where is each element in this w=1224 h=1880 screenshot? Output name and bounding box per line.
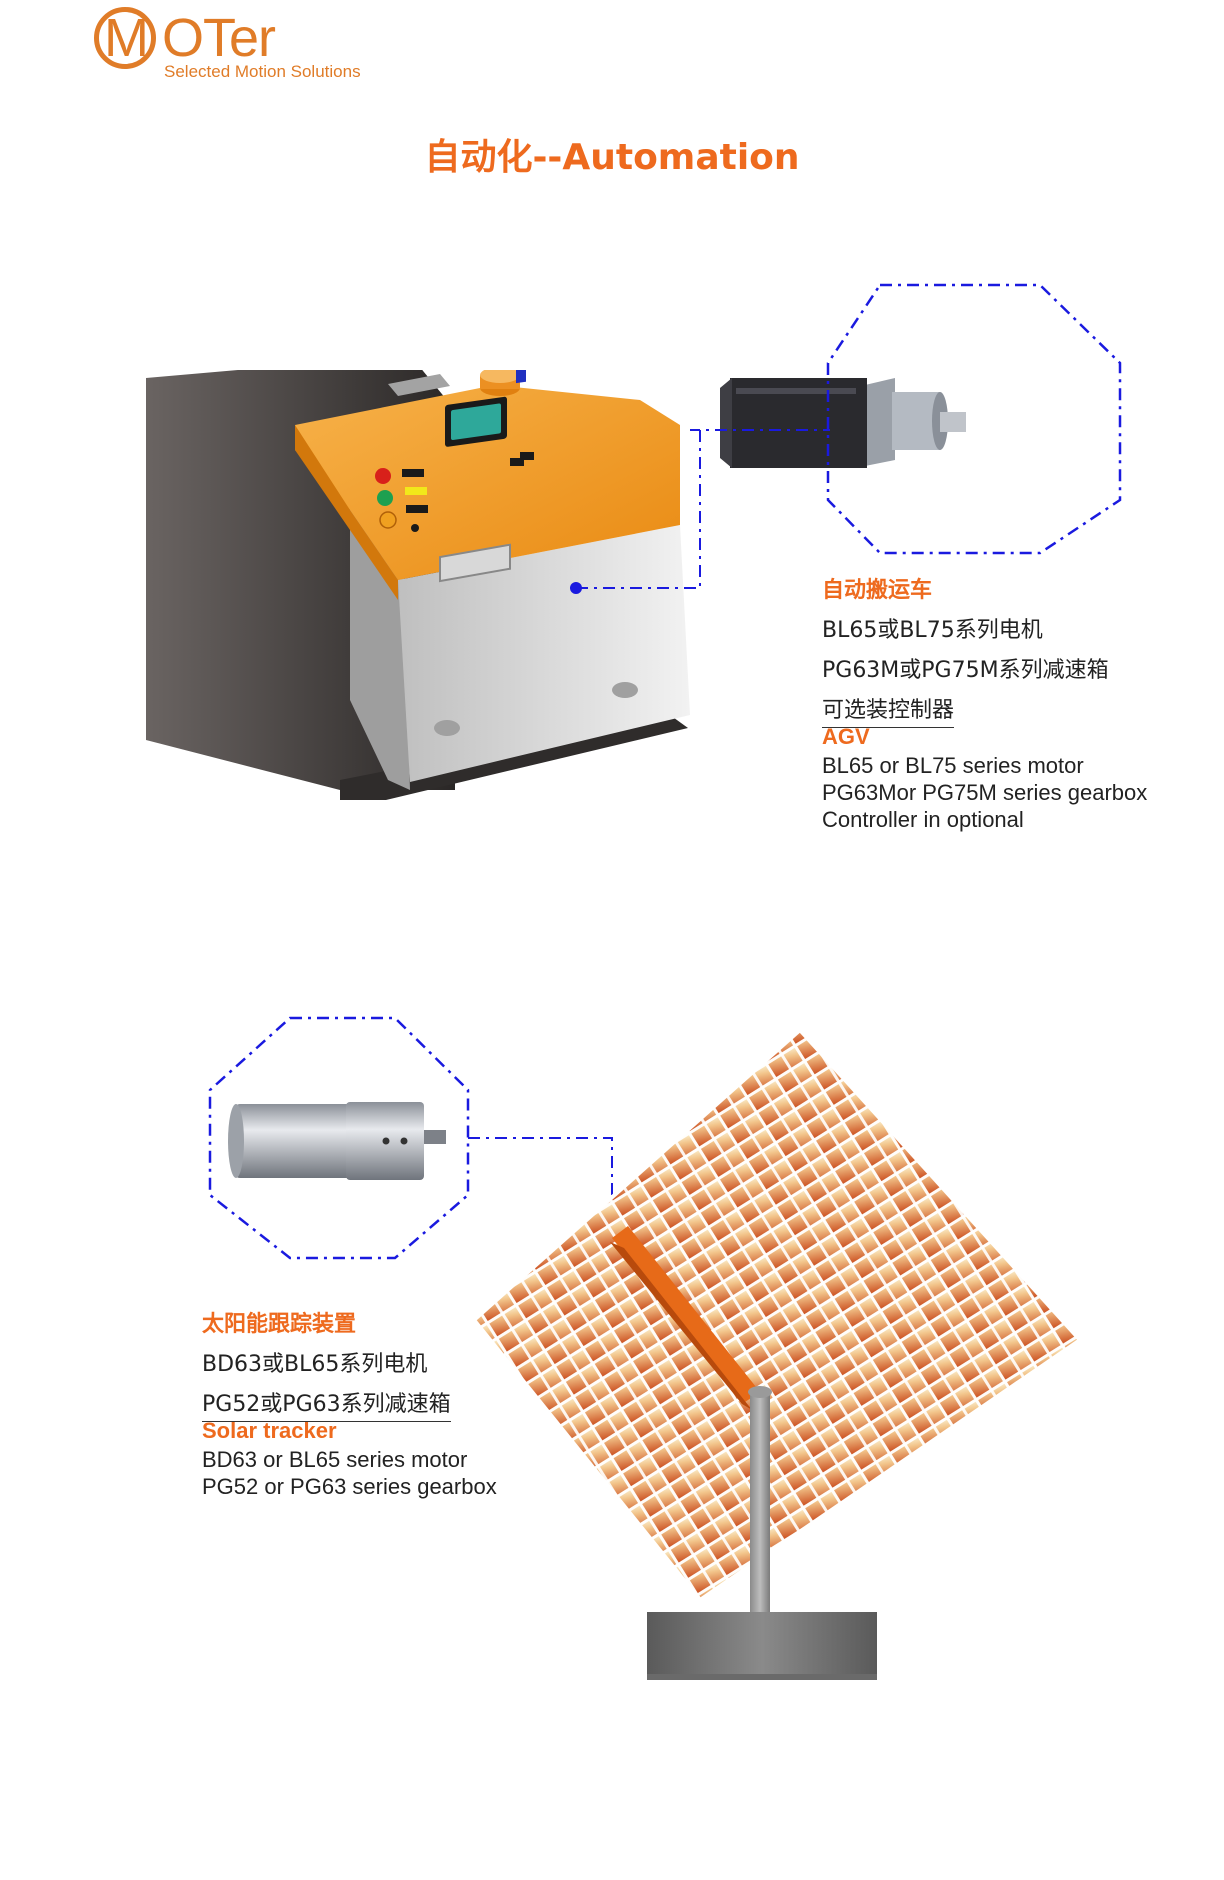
solar-motor-icon [228,1102,446,1180]
solar-motor-body [234,1104,354,1178]
solar-line-cn-1: BD63或BL65系列电机 [202,1352,428,1377]
agv-slot-2 [406,505,428,513]
agv-vent [439,543,511,583]
solar-octagon [208,1016,470,1260]
solar-tracker-illustration [471,1027,1084,1680]
agv-beacon-top [480,370,520,383]
solar-torque-tube [612,1226,760,1404]
solar-panel-edge [471,1027,1084,1603]
logo-wordmark: OTer [162,8,276,68]
agv-screen [451,403,501,441]
agv-motor-icon [720,378,966,468]
solar-pole-cap [748,1386,772,1398]
agv-callout [690,378,966,468]
agv-line-cn-2: PG63M或PG75M系列减速箱 [822,658,1109,683]
agv-callout-line [576,429,830,589]
agv-line-en-1: BL65 or BL75 series motor [822,753,1084,778]
agv-key [411,524,419,532]
logo-initial: M [104,8,149,68]
agv-wheel-left [434,720,460,736]
agv-control-panel [295,385,680,580]
page-title: 自动化--Automation [0,128,1224,180]
agv-panel-edge [295,425,398,600]
solar-line-en-2: PG52 or PG63 series gearbox [202,1474,497,1499]
solar-base [647,1612,877,1674]
agv-callout-dot [570,582,582,594]
solar-torque-tube-shadow [610,1242,752,1410]
agv-line-cn-1: BL65或BL75系列电机 [822,618,1043,643]
agv-button-green [377,490,393,506]
agv-line-en-3: Controller in optional [822,807,1024,832]
solar-title-cn: 太阳能跟踪装置 [202,1312,357,1337]
solar-base-block [647,1612,877,1674]
solar-gearbox-screw-2 [400,1137,408,1145]
solar-gearbox-screw-1 [382,1137,390,1145]
solar-pole [750,1390,770,1660]
agv-front-face [398,525,690,782]
page-title-cn: 自动化 [424,137,533,178]
logo-ring [94,7,156,69]
agv-indicator [510,458,524,466]
agv-button-yellow [379,511,397,529]
agv-title-en: AGV [822,724,870,749]
agv-top-plate [388,374,450,396]
solar-motor-endcap [228,1104,244,1178]
agv-line-cn-3: 可选装控制器 [822,692,955,728]
agv-button-red [375,468,391,484]
solar-line-en-1: BD63 or BL65 series motor [202,1447,468,1472]
page-title-separator: -- [532,137,563,178]
solar-motor-shaft [424,1130,446,1144]
solar-line-cn-2: PG52或PG63系列减速箱 [202,1386,451,1422]
agv-switch [516,370,526,384]
agv-slot-3 [520,452,534,460]
agv-illustration [146,370,690,800]
page-title-en: Automation [562,137,800,178]
agv-label-yellow [405,487,427,495]
solar-title-en: Solar tracker [202,1418,337,1443]
agv-wheel-right [612,682,638,698]
agv-slot-1 [402,469,424,477]
agv-line-en-2: PG63Mor PG75M series gearbox [822,780,1148,805]
logo-tagline: Selected Motion Solutions [164,62,361,81]
agv-octagon [826,283,1122,555]
agv-title-cn: 自动搬运车 [822,578,933,603]
brand-logo: M OTer Selected Motion Solutions [92,0,432,100]
